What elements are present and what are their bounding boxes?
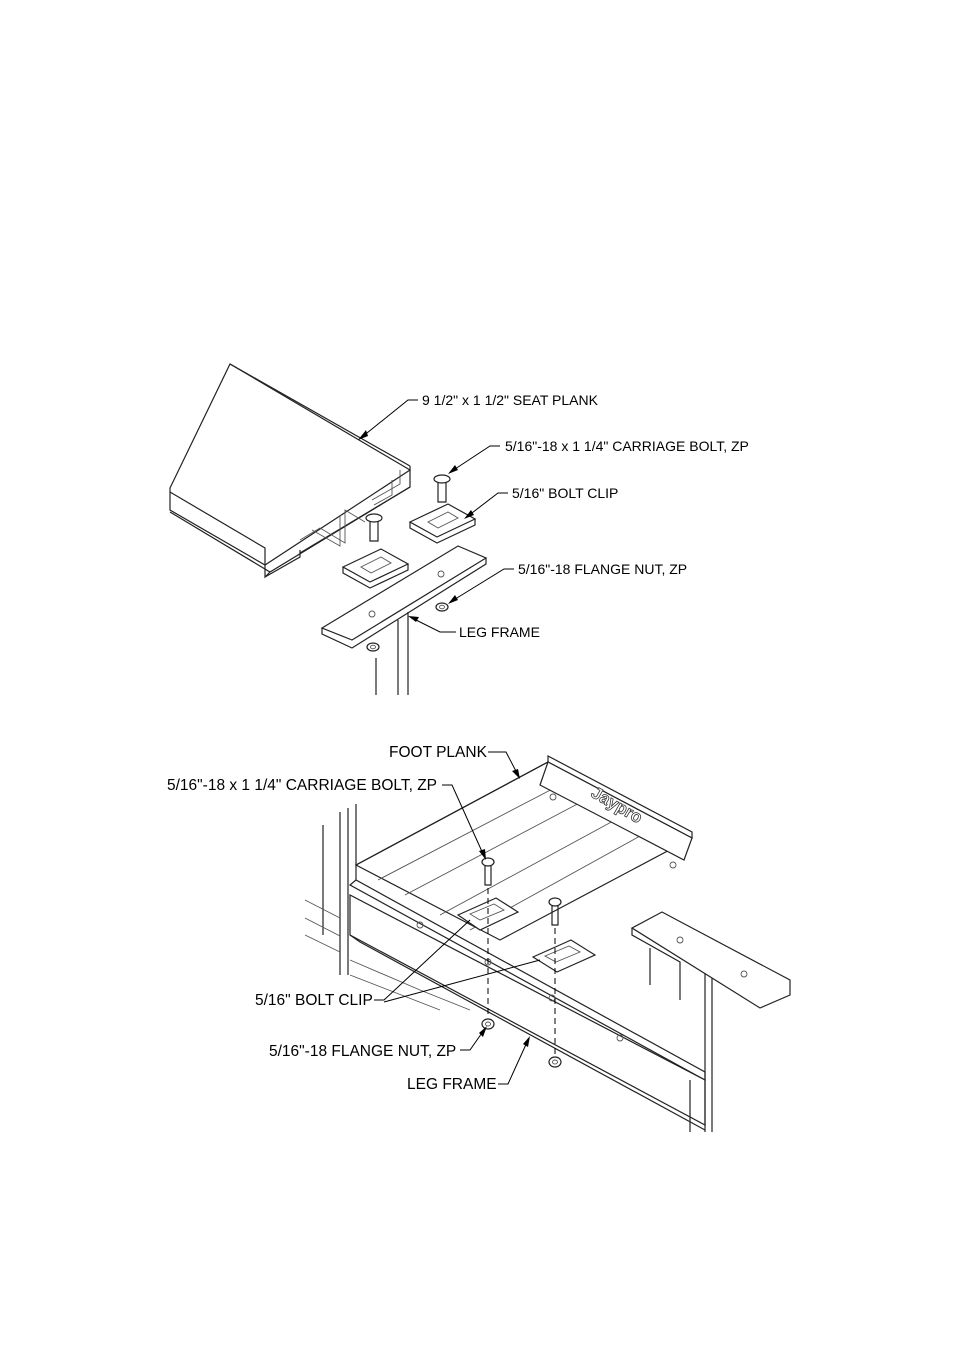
carriage-bolt-label: 5/16"-18 x 1 1/4" CARRIAGE BOLT, ZP bbox=[505, 438, 749, 454]
seat-plank-label: 9 1/2" x 1 1/2" SEAT PLANK bbox=[422, 392, 599, 408]
seat-plank-drawing bbox=[169, 363, 488, 695]
carriage-bolt-label-2: 5/16"-18 x 1 1/4" CARRIAGE BOLT, ZP bbox=[167, 777, 437, 794]
bottom-leaders bbox=[374, 751, 541, 1085]
flange-nut-label: 5/16"-18 FLANGE NUT, ZP bbox=[518, 561, 687, 577]
bolt-clip-label-2: 5/16" BOLT CLIP bbox=[255, 992, 373, 1009]
foot-plank-label: FOOT PLANK bbox=[389, 744, 488, 761]
bolt-clip-label: 5/16" BOLT CLIP bbox=[512, 485, 618, 501]
foot-plank-drawing: Jaypro bbox=[304, 755, 791, 1132]
leg-frame-label-2: LEG FRAME bbox=[407, 1076, 497, 1093]
leg-frame-label: LEG FRAME bbox=[459, 624, 540, 640]
flange-nut-label-2: 5/16"-18 FLANGE NUT, ZP bbox=[269, 1043, 456, 1060]
top-leaders bbox=[358, 399, 514, 633]
